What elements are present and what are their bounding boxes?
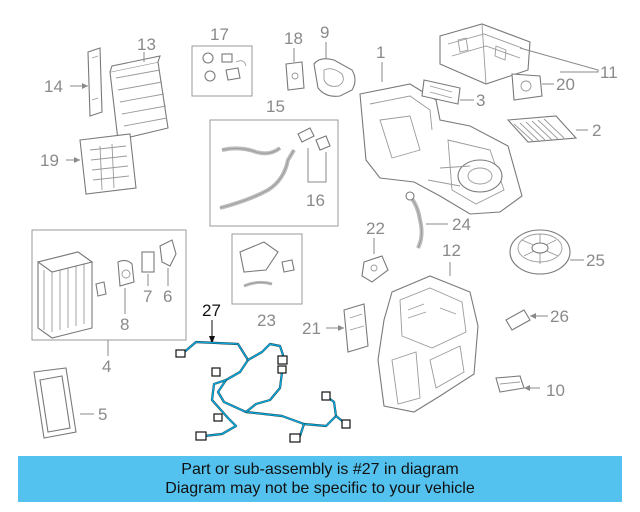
part-13-evaporator — [109, 52, 169, 141]
part-5-seal-frame — [33, 367, 77, 439]
callout-24: 24 — [452, 215, 471, 234]
part-20-actuator — [511, 73, 543, 101]
callout-19: 19 — [40, 151, 59, 170]
callout-18: 18 — [284, 29, 303, 48]
callout-21: 21 — [302, 319, 321, 338]
part-21-bracket — [343, 303, 369, 353]
part-22-sensor — [361, 255, 389, 283]
banner-line-1: Part or sub-assembly is #27 in diagram — [181, 461, 459, 478]
callout-12: 12 — [442, 241, 461, 260]
part-12-heater-case — [377, 275, 479, 413]
callout-6: 6 — [163, 287, 172, 306]
callout-20: 20 — [556, 75, 575, 94]
banner-line-2: Diagram may not be specific to your vehi… — [165, 480, 475, 497]
callout-3: 3 — [476, 91, 485, 110]
part-17-hardware-kit — [191, 45, 253, 97]
callout-26: 26 — [550, 307, 569, 326]
callout-22: 22 — [366, 219, 385, 238]
callout-4: 4 — [102, 357, 111, 376]
part-1-hvac-case — [359, 83, 523, 215]
callout-8: 8 — [120, 315, 129, 334]
callout-16: 16 — [306, 191, 325, 210]
part-11-distribution-box — [439, 23, 531, 85]
callout-14: 14 — [44, 77, 63, 96]
part-2-cabin-filter — [506, 115, 578, 143]
info-banner: Part or sub-assembly is #27 in diagram D… — [18, 456, 622, 502]
part-26-module — [505, 309, 531, 331]
callout-5: 5 — [98, 405, 107, 424]
part-24-pipe — [405, 191, 424, 249]
part-3-actuator — [421, 79, 461, 105]
callout-10: 10 — [546, 381, 565, 400]
part-23-bracket-group — [231, 233, 303, 305]
part-9-seal — [313, 58, 356, 97]
callout-15: 15 — [266, 97, 285, 116]
callout-11: 11 — [600, 63, 618, 82]
callout-27: 27 — [202, 301, 221, 320]
part-10-sensor — [495, 375, 525, 393]
part-14-bracket — [70, 47, 103, 117]
part-4-expansion-valve-group — [31, 229, 187, 341]
callout-7: 7 — [143, 287, 152, 306]
part-19-heater-core — [66, 133, 137, 195]
callout-13: 13 — [137, 35, 156, 54]
callout-25: 25 — [586, 251, 605, 270]
callout-9: 9 — [320, 23, 329, 42]
part-15-hose-assembly — [209, 119, 339, 227]
part-18-clip — [285, 61, 305, 91]
callout-17: 17 — [210, 25, 229, 44]
part-25-blower-motor — [509, 229, 571, 275]
callout-1: 1 — [376, 43, 385, 62]
callout-23: 23 — [257, 311, 276, 330]
parts-diagram: 14 13 19 17 18 9 1 — [31, 23, 618, 443]
callout-2: 2 — [592, 121, 601, 140]
part-27-wiring-harness — [175, 340, 351, 443]
